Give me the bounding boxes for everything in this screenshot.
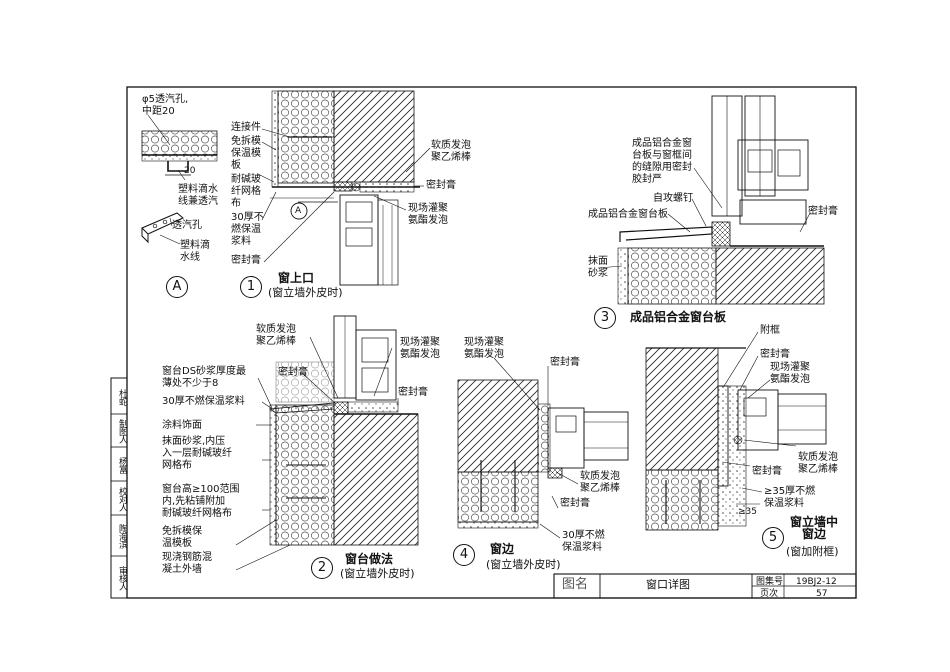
d3-seam-note: 成品铝合金窗 台板与窗框间 的缝隙用密封 胶封严 [632, 138, 692, 185]
detail-2-subtitle: (窗立墙外皮时) [340, 567, 415, 580]
tb-atlas-no: 19BJ2-12 [796, 577, 837, 587]
detail-5-number: 5 [762, 527, 784, 549]
detail-1-subtitle: (窗立墙外皮时) [268, 286, 343, 299]
d1-slurry: 30厚不 燃保温 浆料 [231, 212, 264, 247]
d2-finish: 涂料饰面 [162, 420, 202, 431]
tb-drawing-name: 窗口详图 [646, 578, 690, 591]
d4-slurry: 30厚不燃 保温浆料 [562, 530, 605, 553]
d2-sealant-right: 密封膏 [398, 387, 428, 398]
side-column-border [110, 377, 128, 599]
d1-mesh: 耐碱玻 纤网格 布 [231, 174, 261, 209]
side-column-dividers [111, 413, 127, 557]
detail-3-number: 3 [594, 307, 616, 329]
callout-a-marker [290, 202, 308, 220]
detail-4-drawing [457, 357, 629, 539]
d5-dim-35: ≥35 [738, 507, 757, 517]
d2-pu-foam: 现场灌聚 氨酯发泡 [400, 337, 440, 360]
d2-foam-rod: 软质发泡 聚乙烯棒 [256, 324, 296, 347]
side-checker-name: 杨富 [117, 457, 127, 473]
tb-page: 57 [816, 589, 828, 599]
d2-sill-height: 窗台高≥100范围 内,先粘铺附加 耐碱玻纤网格布 [162, 484, 240, 519]
d1-pu-foam: 现场灌聚 氨酯发泡 [408, 203, 448, 226]
detail-4-number: 4 [453, 544, 475, 566]
detail-4-title: 窗边 [490, 542, 515, 556]
d1-sealant-left: 密封膏 [231, 255, 261, 266]
d2-formwork: 免拆模保 温模板 [162, 526, 202, 549]
d3-sill-board: 成品铝合金窗台板 [588, 209, 668, 220]
d1-connector: 连接件 [231, 122, 261, 133]
d2-ds-mortar: 窗台DS砂浆厚度最 薄处不少于8 [162, 366, 247, 389]
detail-a-callout: A [166, 276, 188, 298]
d5-sealant-bottom: 密封膏 [752, 466, 782, 477]
detail-5-title: 窗立墙中 窗边 [790, 515, 839, 541]
tb-atlas-no-label: 图集号 [756, 577, 784, 587]
side-drafter-name: 杜蛇 [117, 389, 127, 405]
d3-plaster: 抹面 砂浆 [588, 256, 608, 279]
side-reviewer-label: 审核人 [117, 566, 127, 590]
d5-slurry: ≥35厚不燃 保温浆料 [764, 486, 816, 509]
d3-screw: 自攻螺钉 [653, 193, 693, 204]
a-vent-hole: 透汽孔 [172, 220, 202, 231]
d1-sealant-right: 密封膏 [426, 180, 456, 191]
a-drip-line-2: 塑料滴 水线 [180, 240, 210, 263]
d1-formwork: 免拆模 保温模 板 [231, 136, 261, 171]
d2-sealant-top: 密封膏 [278, 367, 308, 378]
title-block-grid [553, 573, 857, 599]
tb-page-label: 页次 [760, 589, 779, 599]
d2-wall: 现浇钢筋混 凝土外墙 [162, 552, 212, 575]
tb-drawing-name-label: 图名 [562, 577, 589, 592]
detail-2-number: 2 [311, 557, 333, 579]
d5-foam-rod: 软质发泡 聚乙烯棒 [798, 452, 838, 475]
side-reviewer-name: 陶海滨 [117, 524, 127, 548]
a-drip-line: 塑料滴水 线兼透汽 [178, 184, 218, 207]
detail-5-subtitle: (窗加附框) [786, 545, 839, 558]
detail-1-drawing [257, 90, 431, 286]
a-vent-hole-spec: φ5透汽孔, 中距20 [142, 94, 189, 117]
d4-sealant-top: 密封膏 [550, 357, 580, 368]
a-dim-20: 20 [184, 166, 196, 176]
detail-4-subtitle: (窗立墙外皮时) [486, 558, 561, 571]
detail-3-title: 成品铝合金窗台板 [630, 310, 727, 324]
detail-5-drawing [645, 331, 827, 531]
detail-1-number: 1 [240, 276, 262, 298]
d5-sub-frame: 附框 [760, 325, 780, 336]
detail-1-title: 窗上口 [278, 271, 315, 285]
d2-slurry: 30厚不燃保温浆料 [162, 396, 245, 407]
sheet-border [126, 86, 857, 599]
side-drafter-label: 制图人 [117, 419, 127, 443]
d4-foam-rod: 软质发泡 聚乙烯棒 [580, 471, 620, 494]
detail-2-title: 窗台做法 [345, 552, 394, 566]
d4-pu-foam: 现场灌聚 氨酯发泡 [464, 337, 504, 360]
d3-sealant: 密封膏 [808, 206, 838, 217]
d4-sealant-bottom: 密封膏 [560, 498, 590, 509]
detail-3-drawing [597, 95, 825, 305]
d5-pu-foam: 现场灌聚 氨酯发泡 [770, 362, 810, 385]
d5-sealant-top: 密封膏 [760, 349, 790, 360]
d1-foam-rod: 软质发泡 聚乙烯棒 [431, 140, 471, 163]
side-checker-label: 校对人 [117, 487, 127, 511]
detail-2-drawing [235, 315, 419, 571]
detail-a-drawing [141, 114, 218, 245]
d2-plaster: 抹面砂浆,内压 入一层耐碱玻纤 网格布 [162, 436, 232, 471]
d1-callout-a: A [295, 206, 302, 216]
